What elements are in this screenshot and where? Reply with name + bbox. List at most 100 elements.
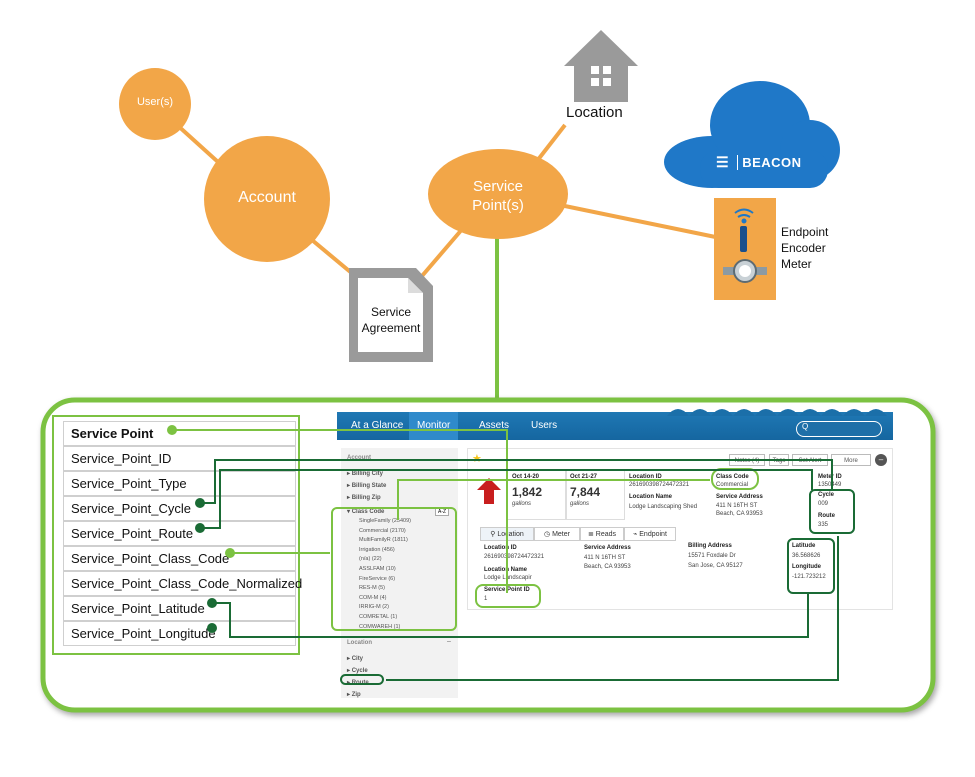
star-icon[interactable]: ★ [472,453,482,465]
field-row: Service Point [63,421,296,446]
detail-tab-endpoint[interactable]: ⌁ Endpoint [624,527,676,541]
users-node [119,68,191,140]
header-button[interactable]: Notes (4) [729,454,765,466]
search-icon: Q [802,422,809,431]
field-row: Service_Point_Cycle [63,496,296,521]
wifi-icon [734,208,754,224]
app-nav-bar: At a Glance Monitor Assets Users Q [337,409,893,440]
close-icon[interactable]: – [875,454,887,466]
highlight-class-code-list [331,507,457,631]
read-card-2: Oct 21-27 7,844 gallons [565,470,625,520]
alert-arrow-icon [477,478,501,504]
field-row: Service_Point_ID [63,446,296,471]
field-row: Service_Point_Longitude [63,621,296,646]
tab-at-a-glance[interactable]: At a Glance [351,420,404,431]
beacon-logo: ☰ BEACON [716,154,802,171]
detail-service-address-line1: 411 N 16TH ST [584,555,626,561]
tab-monitor[interactable]: Monitor [409,412,459,440]
beacon-app-screenshot: At a Glance Monitor Assets Users Q Accou… [331,409,893,702]
location-pin-icon: ⚲ [490,531,496,538]
read-date: Oct 21-27 [570,474,598,480]
house-icon [564,30,638,102]
detail-location-id: 261690398724472321 [484,554,545,560]
search-input[interactable]: Q [796,421,882,437]
tab-users[interactable]: Users [531,420,558,431]
read-unit: gallons [512,501,532,507]
header-button[interactable]: Tags [769,454,789,466]
read-card-1: Oct 14-20 1,842 gallons [507,470,567,520]
summary-location-id: 261690398724472321 [629,482,690,488]
meter-label-line: Meter [781,257,812,271]
summary-location-id-label: Location ID [629,474,662,480]
endpoint-icon: ⌁ [633,531,638,538]
highlight-route-filter [340,674,384,685]
summary-location-name: Lodge Landscaping Shed [629,504,698,510]
account-node [204,136,330,262]
route-label: Route [818,513,835,519]
highlight-class-code [711,468,759,490]
location-label: Location [566,104,623,121]
billing-address-label: Billing Address [688,543,732,549]
location-filter-label: City [351,656,364,662]
location-filter-item[interactable]: ▸ City [347,656,364,662]
tab-assets[interactable]: Assets [479,420,510,431]
encoder-label-line: Encoder [781,241,826,255]
detail-location-name-label: Location Name [484,567,528,573]
summary-location-name-label: Location Name [629,494,673,500]
beacon-text: BEACON [742,155,802,170]
detail-service-address-label: Service Address [584,545,631,551]
clock-icon: ◷ [544,531,551,538]
service-point-node [428,149,568,239]
location-filter-item[interactable]: ▸ Zip [347,692,361,698]
endpoint-label-line: Endpoint [781,225,829,239]
field-row: Service_Point_Class_Code_Normalized [63,571,302,596]
read-unit: gallons [570,501,590,507]
filter-billing-zip[interactable]: ▸ Billing Zip [347,495,381,501]
users-label: User(s) [136,96,174,108]
cloud-icon [664,81,840,188]
location-filter-label: Zip [351,692,361,698]
highlight-lat-long [787,538,835,594]
read-value: 1,842 [512,485,543,499]
wave-decoration [667,409,893,416]
header-button[interactable]: Set Alert [792,454,828,466]
meter-icon [723,259,767,283]
account-label: Account [238,189,296,206]
sidebar-account-header: Account [347,455,371,461]
detail-tab-location[interactable]: ⚲ Location [480,527,534,541]
filter-billing-state[interactable]: ▸ Billing State [347,483,387,489]
route-value: 335 [818,522,829,528]
endpoint-label: Endpoint Encoder Meter [781,224,828,272]
detail-tab-meter[interactable]: ◷ Meter [534,527,580,541]
detail-location-name: Lodge Landscapir [484,575,532,581]
encoder-icon [740,226,747,252]
meter-id-value: 1350449 [818,482,842,488]
sidebar-location-header: Location [347,640,372,646]
read-value: 7,844 [570,485,601,499]
filter-billing-city[interactable]: ▸ Billing City [347,471,384,477]
billing-address-line1: 15571 Foxdale Dr [688,553,736,559]
summary-service-address-line2: Beach, CA 93953 [716,511,763,517]
collapse-icon[interactable]: – [447,638,451,645]
billing-address-line2: San Jose, CA 95127 [688,563,743,569]
header-button[interactable]: More [831,454,871,466]
meter-id-label: Meter ID [818,474,842,480]
location-filter-label: Cycle [351,668,368,674]
beacon-mark-icon: ☰ [716,154,730,170]
summary-service-address-label: Service Address [716,494,763,500]
location-filter-item[interactable]: ▸ Cycle [347,668,368,674]
connector-servicepoint-endpoint [559,203,731,242]
read-date: Oct 14-20 [512,474,540,480]
detail-service-address-line2: Beach, CA 93953 [584,564,631,570]
detail-tab-reads[interactable]: ≣ Reads [580,527,624,541]
summary-service-address-line1: 411 N 16TH ST [716,503,758,509]
reads-icon: ≣ [587,531,594,538]
detail-location-id-label: Location ID [484,545,517,551]
service-point-label: Service Point(s) [472,178,524,214]
field-row: Service_Point_Type [63,471,296,496]
field-row: Service_Point_Route [63,521,296,546]
service-agreement-label: Service Agreement [361,305,421,335]
highlight-service-point-id [475,584,541,608]
cycle-value: 009 [818,501,829,507]
highlight-cycle-route [809,489,855,534]
